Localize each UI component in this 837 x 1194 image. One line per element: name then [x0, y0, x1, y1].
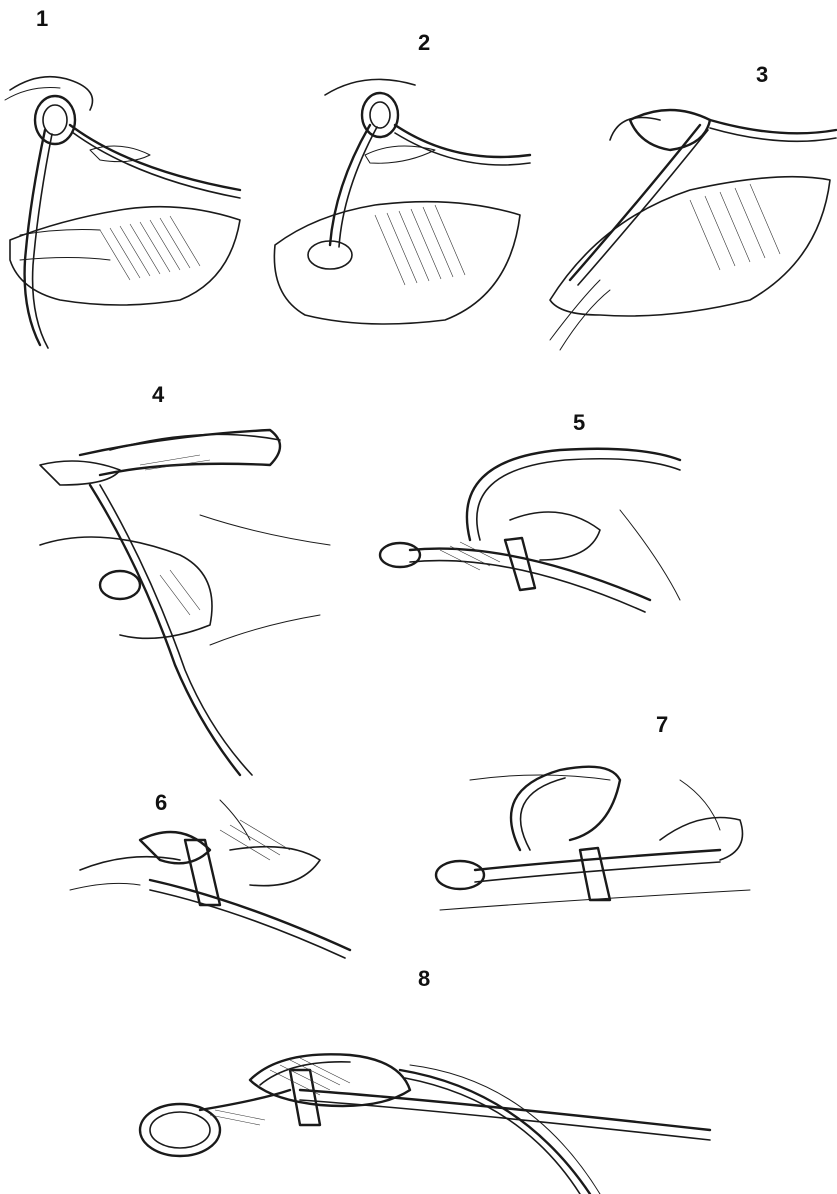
step-4-illustration [20, 415, 340, 775]
step-7-illustration [420, 740, 780, 920]
step-label-7: 7 [656, 712, 668, 738]
step-label-8: 8 [418, 966, 430, 992]
step-label-1: 1 [36, 6, 48, 32]
step-1-illustration [0, 60, 260, 350]
step-8-illustration [120, 1000, 720, 1194]
step-label-2: 2 [418, 30, 430, 56]
step-6-illustration [70, 790, 360, 960]
step-2-illustration [255, 65, 535, 340]
step-3-illustration [540, 100, 836, 360]
step-label-3: 3 [756, 62, 768, 88]
step-5-illustration [360, 440, 700, 660]
step-label-5: 5 [573, 410, 585, 436]
step-label-4: 4 [152, 382, 164, 408]
